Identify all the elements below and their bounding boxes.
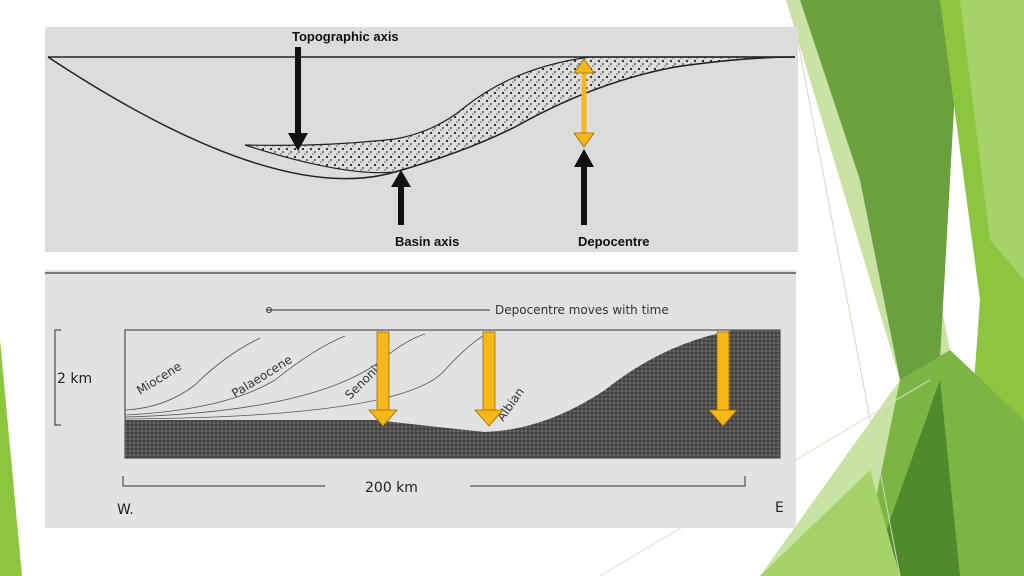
green-facet-7 (760, 470, 900, 576)
depocentre-migration-panel: Depocentre moves with time Miocene Palae… (45, 270, 796, 528)
depocentre-arrow-1 (368, 331, 398, 427)
topographic-axis-label: Topographic axis (292, 29, 399, 44)
basin-cross-section-panel: Topographic axis Basin axis Depocentre (45, 27, 798, 252)
thin-line-1 (789, 0, 901, 576)
basin-fill (125, 330, 780, 458)
senonian-horizon (124, 333, 426, 418)
depocentre-arrow-3 (708, 331, 738, 427)
depocentre-arrowhead (574, 149, 594, 167)
depocentre-thickness-double-arrow (573, 58, 595, 148)
depocentre-moves-label: Depocentre moves with time (495, 303, 669, 317)
horizontal-scale-right (470, 476, 746, 487)
green-facet-6 (870, 380, 960, 576)
basin-axis-label: Basin axis (395, 234, 459, 249)
topographic-axis-arrowhead (288, 133, 308, 151)
sediment-fill (244, 56, 796, 174)
east-label: E (775, 500, 784, 516)
albian-horizon (124, 331, 491, 420)
west-label: W. (117, 502, 134, 518)
palaeocene-horizon (124, 335, 346, 416)
horizontal-scale-label: 200 km (365, 480, 418, 496)
miocene-horizon (124, 337, 261, 411)
depocentre-label: Depocentre (578, 234, 650, 249)
basin-cross-section-diagram: Topographic axis Basin axis Depocentre (47, 29, 796, 249)
depocentre-migration-diagram: Depocentre moves with time Miocene Palae… (45, 272, 796, 518)
horizontal-scale-left (122, 476, 325, 487)
stratum-label-miocene: Miocene (134, 359, 184, 397)
green-facet-2 (800, 0, 960, 380)
green-facet-4 (960, 0, 1024, 280)
basin-axis-arrowhead (391, 170, 411, 187)
vertical-scale-label: 2 km (57, 371, 92, 387)
vertical-scale-bracket (54, 329, 61, 426)
time-arrow-tail (266, 307, 272, 313)
depocentre-arrow-2 (474, 331, 504, 427)
stratum-label-albian: Albian (494, 385, 527, 424)
stratum-label-palaeocene: Palaeocene (229, 352, 294, 400)
green-facet-left (0, 340, 22, 576)
